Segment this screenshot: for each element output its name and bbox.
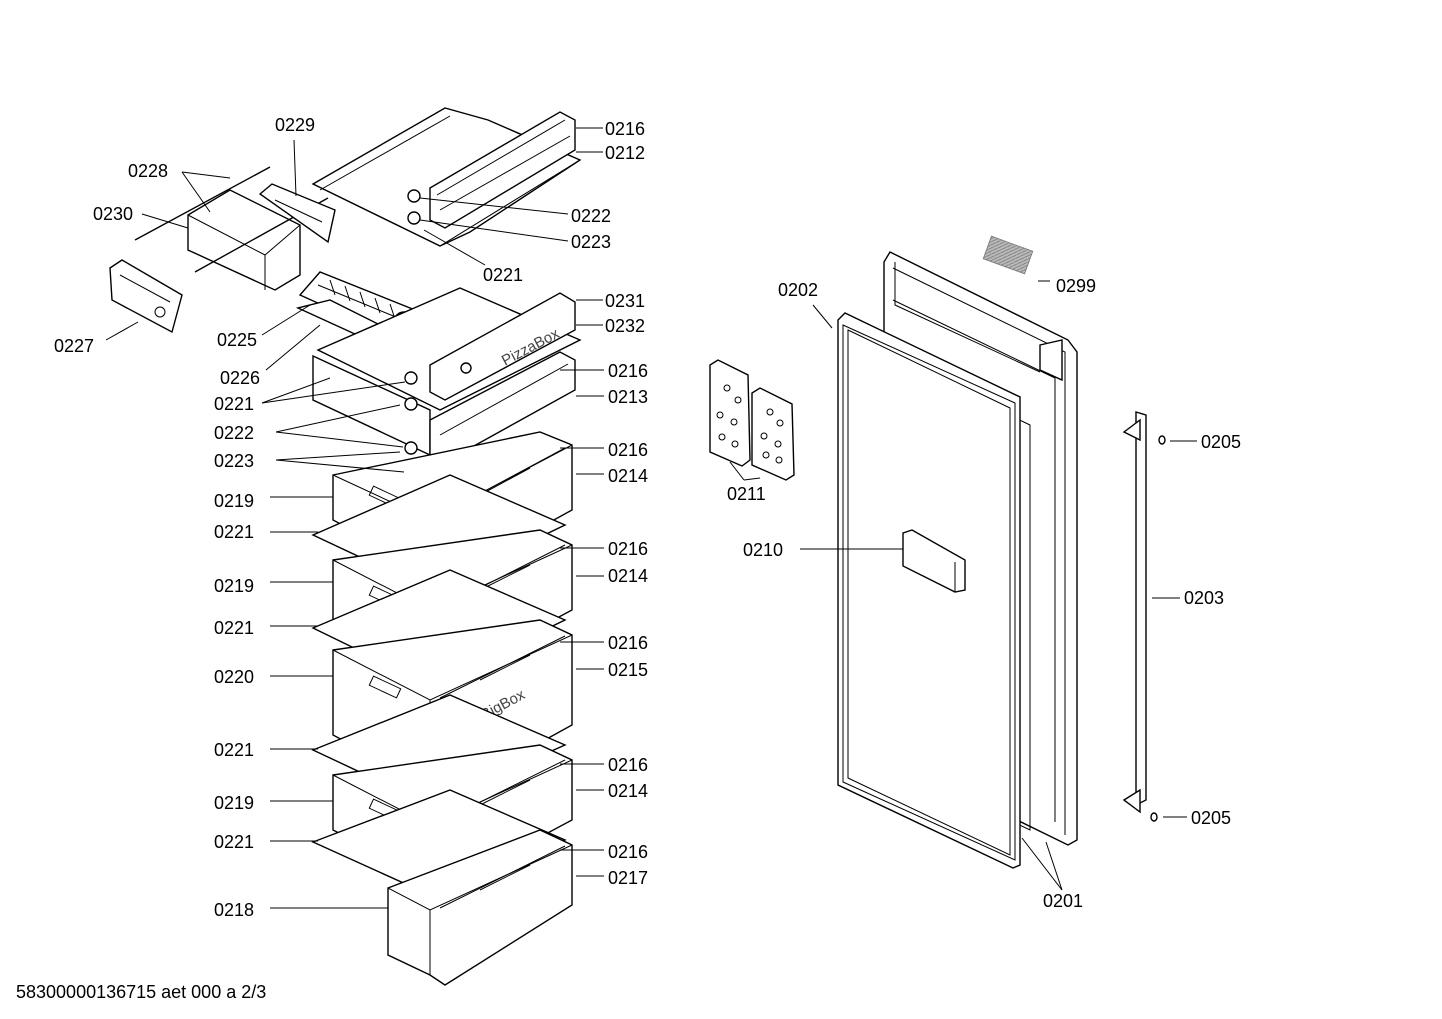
label-0221-3: 0221 <box>214 618 254 638</box>
label-0219-1: 0219 <box>214 491 254 511</box>
wire-shelf-5 <box>311 789 567 896</box>
label-0221-6: 0221 <box>483 265 523 285</box>
label-0212: 0212 <box>605 143 645 163</box>
label-0221-5: 0221 <box>214 832 254 852</box>
label-0216-6: 0216 <box>608 755 648 775</box>
label-0205-2: 0205 <box>1191 808 1231 828</box>
cold-pack-1 <box>709 359 751 467</box>
label-0219-3: 0219 <box>214 793 254 813</box>
label-0215: 0215 <box>608 660 648 680</box>
label-0221-1: 0221 <box>214 394 254 414</box>
label-0216-1: 0216 <box>605 119 645 139</box>
label-0210: 0210 <box>743 540 783 560</box>
label-0202: 0202 <box>778 280 818 300</box>
label-0231: 0231 <box>605 291 645 311</box>
label-0227: 0227 <box>54 336 94 356</box>
label-0222-1: 0222 <box>214 423 254 443</box>
label-0214-3: 0214 <box>608 781 648 801</box>
screw-top <box>1158 435 1166 445</box>
ice-bin-end-cap <box>109 259 183 334</box>
screw-bottom <box>1150 812 1158 822</box>
label-0219-2: 0219 <box>214 576 254 596</box>
part-labels: 0229 0228 0230 0227 0225 0226 0221 0222 … <box>54 115 1241 920</box>
ice-tray-housing <box>134 166 329 291</box>
ice-tray-cover <box>258 183 336 244</box>
label-0217: 0217 <box>608 868 648 888</box>
door-gasket <box>837 312 1021 869</box>
label-0221-2: 0221 <box>214 522 254 542</box>
leader-lines <box>105 127 1197 909</box>
label-0216-2: 0216 <box>608 361 648 381</box>
label-0216-4: 0216 <box>608 539 648 559</box>
label-0216-7: 0216 <box>608 842 648 862</box>
pizza-box-shelf: PizzaBox <box>316 287 582 411</box>
label-0203: 0203 <box>1184 588 1224 608</box>
rating-label <box>982 235 1034 275</box>
label-0211: 0211 <box>727 484 766 504</box>
door-handle-bar <box>1122 411 1147 814</box>
label-0222-2: 0222 <box>571 206 611 226</box>
label-0226: 0226 <box>220 368 260 388</box>
label-0232: 0232 <box>605 316 645 336</box>
cold-pack-2 <box>751 387 795 481</box>
label-0214-1: 0214 <box>608 466 648 486</box>
label-0223-2: 0223 <box>571 232 611 252</box>
label-0205-1: 0205 <box>1201 432 1241 452</box>
bottom-drawer <box>387 829 573 986</box>
label-0218: 0218 <box>214 900 254 920</box>
label-0229: 0229 <box>275 115 315 135</box>
label-0225: 0225 <box>217 330 257 350</box>
label-0223-1: 0223 <box>214 451 254 471</box>
label-0216-3: 0216 <box>608 440 648 460</box>
wire-shelf-1 <box>312 351 576 477</box>
label-0201: 0201 <box>1043 891 1083 911</box>
label-0228: 0228 <box>128 161 168 181</box>
label-0213: 0213 <box>608 387 648 407</box>
label-0220: 0220 <box>214 667 254 687</box>
label-0221-4: 0221 <box>214 740 254 760</box>
label-0214-2: 0214 <box>608 566 648 586</box>
label-0216-5: 0216 <box>608 633 648 653</box>
document-footer-id: 58300000136715 aet 000 a 2/3 <box>16 982 266 1002</box>
top-shelf-front-trim <box>407 111 576 229</box>
label-0299: 0299 <box>1056 276 1096 296</box>
door-handle-insert <box>902 529 966 593</box>
label-0230: 0230 <box>93 204 133 224</box>
